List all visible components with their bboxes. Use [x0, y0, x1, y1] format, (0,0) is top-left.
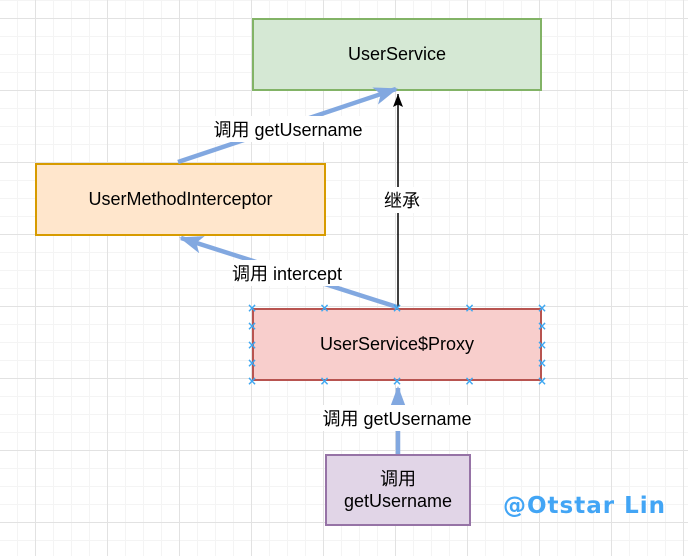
node-user-method-interceptor[interactable]: UserMethodInterceptor	[35, 163, 326, 236]
connection-point-icon[interactable]: ×	[246, 355, 258, 370]
connection-point-icon[interactable]: ×	[319, 301, 330, 315]
connection-point-icon[interactable]: ×	[246, 337, 258, 352]
node-invoke-get-username[interactable]: 调用 getUsername	[325, 454, 471, 526]
connection-point-icon[interactable]: ×	[536, 355, 548, 370]
watermark-signature: @Otstar Lin	[503, 493, 667, 519]
edge-label-call-intercept[interactable]: 调用 intercept	[229, 260, 345, 286]
connection-point-icon[interactable]: ×	[536, 337, 548, 352]
node-invoke-get-username-label: 调用 getUsername	[343, 468, 453, 512]
edge-label-call-get-username-bottom[interactable]: 调用 getUsername	[320, 405, 474, 431]
connection-point-icon[interactable]: ×	[464, 374, 475, 388]
connection-point-icon[interactable]: ×	[391, 374, 403, 388]
edge-label-call-get-username-top[interactable]: 调用 getUsername	[211, 116, 365, 142]
connection-point-icon[interactable]: ×	[464, 301, 475, 315]
connection-point-icon[interactable]: ×	[246, 319, 258, 334]
node-user-service-proxy[interactable]: UserService$Proxy	[252, 308, 542, 381]
node-user-service-label: UserService	[347, 44, 447, 65]
edge-label-inherit[interactable]: 继承	[382, 187, 422, 213]
node-user-service[interactable]: UserService	[252, 18, 542, 91]
connection-point-icon[interactable]: ×	[536, 319, 548, 334]
connection-point-icon[interactable]: ×	[246, 374, 258, 388]
connection-point-icon[interactable]: ×	[536, 301, 548, 315]
node-user-method-interceptor-label: UserMethodInterceptor	[88, 189, 273, 210]
connection-point-icon[interactable]: ×	[246, 301, 258, 315]
connection-point-icon[interactable]: ×	[536, 374, 548, 388]
connection-point-icon[interactable]: ×	[391, 301, 403, 315]
node-user-service-proxy-label: UserService$Proxy	[319, 334, 475, 355]
connection-point-icon[interactable]: ×	[319, 374, 330, 388]
